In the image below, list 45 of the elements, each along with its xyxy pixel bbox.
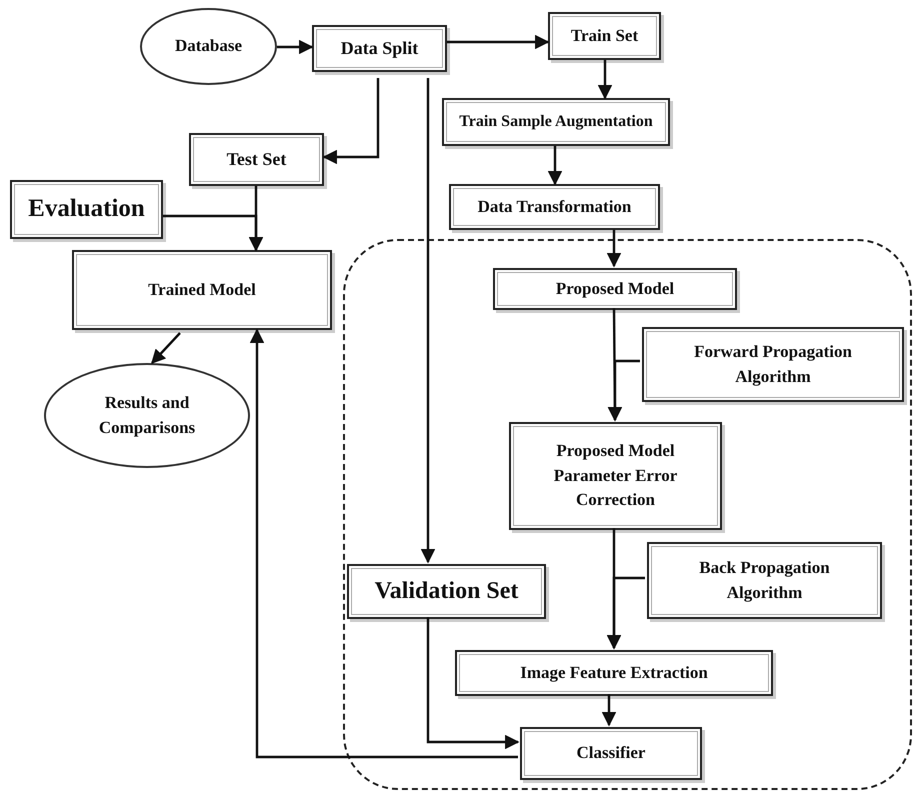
- arrow: [608, 360, 640, 422]
- process-box: [189, 133, 324, 186]
- node-label: Data Split: [340, 37, 418, 60]
- node-label: Image Feature Extraction: [520, 662, 708, 684]
- node-label: Train Set: [570, 24, 638, 47]
- dashed-group-region: [343, 239, 912, 790]
- arrow: [322, 78, 380, 164]
- node-label: Data Transformation: [478, 196, 632, 218]
- node-label: Back Propagation Algorithm: [698, 556, 831, 604]
- arrow: [420, 78, 436, 564]
- node-label: Proposed Model: [556, 278, 674, 300]
- node-label: Validation Set: [374, 577, 518, 606]
- process-box: [442, 98, 670, 146]
- arrow: [277, 40, 314, 54]
- node-label: Trained Model: [148, 278, 256, 301]
- arrow: [602, 694, 616, 726]
- node-label: Results and Comparisons: [98, 392, 196, 439]
- arrow: [598, 60, 612, 100]
- arrow: [548, 146, 562, 186]
- node-label: Proposed Model Parameter Error Correction: [552, 440, 678, 512]
- node-label: Train Sample Augmentation: [459, 112, 653, 132]
- node-label: Database: [174, 35, 242, 58]
- node-label: Test Set: [226, 148, 286, 172]
- process-box: [455, 650, 773, 696]
- arrow: [163, 214, 264, 252]
- arrow: [606, 576, 645, 650]
- process-box: [10, 180, 163, 239]
- process-box: [493, 268, 737, 310]
- process-box: [449, 184, 660, 230]
- process-box: [72, 250, 332, 330]
- arrow: [250, 328, 518, 758]
- arrow: [426, 617, 520, 750]
- process-box: [520, 727, 702, 780]
- process-box: [642, 327, 904, 402]
- arrow: [151, 332, 181, 364]
- node-label: Evaluation: [28, 194, 145, 224]
- node-label: Classifier: [576, 742, 646, 764]
- process-box: [347, 564, 546, 619]
- node-label: Forward Propagation Algorithm: [693, 340, 853, 388]
- arrow: [606, 230, 622, 268]
- process-box: [312, 25, 447, 72]
- process-box: [647, 542, 882, 619]
- arrow: [447, 34, 550, 50]
- process-box: [548, 12, 661, 60]
- process-box: [509, 422, 722, 530]
